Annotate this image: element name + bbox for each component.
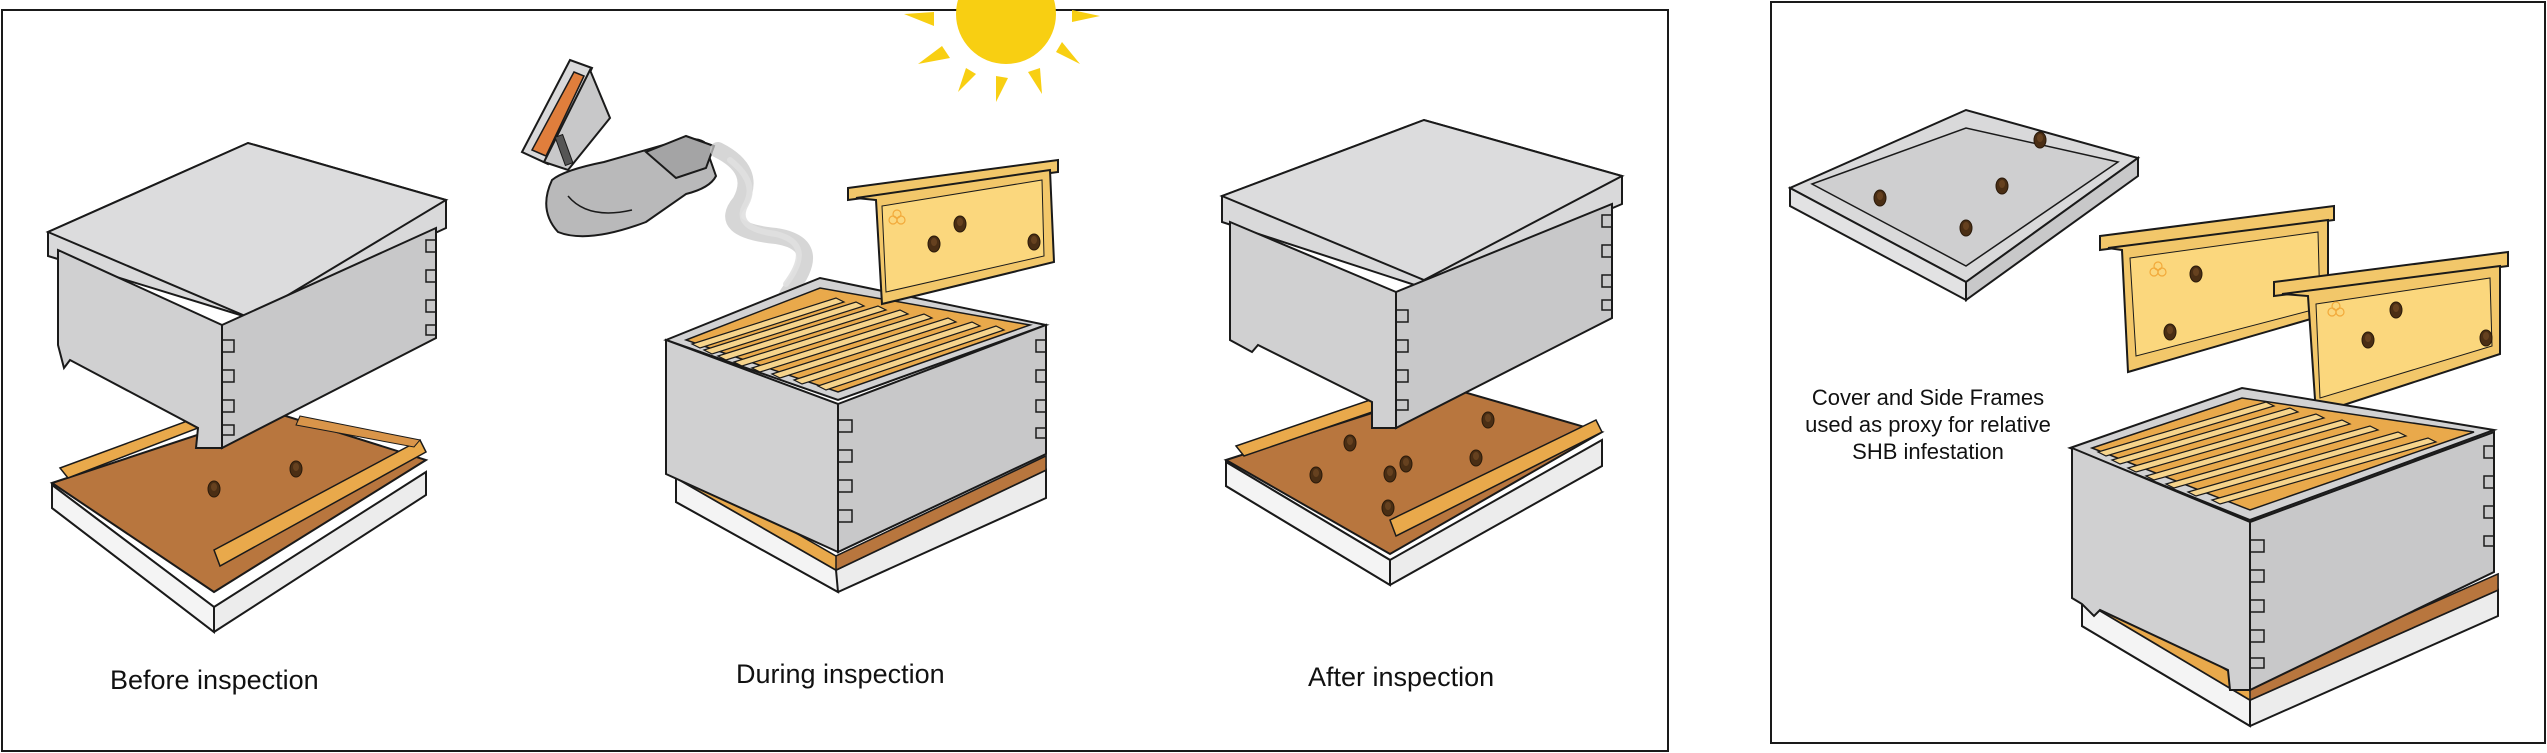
side-panel-note: Cover and Side Frames used as proxy for … [1778,384,2078,465]
note-line-3: SHB infestation [1852,439,2004,464]
before-bottom-board [49,409,429,635]
before-hive-box [45,141,449,450]
caption-before-inspection: Before inspection [110,665,319,695]
main-panel-border [1,9,1669,752]
caption-after-inspection: After inspection [1308,662,1495,692]
note-line-2: used as proxy for relative [1805,412,2051,437]
smoker-icon [520,58,718,238]
during-lifted-frame [847,158,1059,306]
side-panel-border [1770,1,2546,744]
after-hive-box [1219,118,1625,430]
caption-during-inspection: During inspection [736,659,945,689]
side-hive [2067,386,2499,728]
note-line-1: Cover and Side Frames [1811,385,2045,410]
frame-icon [690,297,1006,391]
hive-cover-icon [1787,108,2141,302]
during-hive-box [663,276,1050,554]
side-frame-left [2099,204,2335,374]
sun-icon [904,0,1100,102]
side-frame-right [2273,250,2509,416]
